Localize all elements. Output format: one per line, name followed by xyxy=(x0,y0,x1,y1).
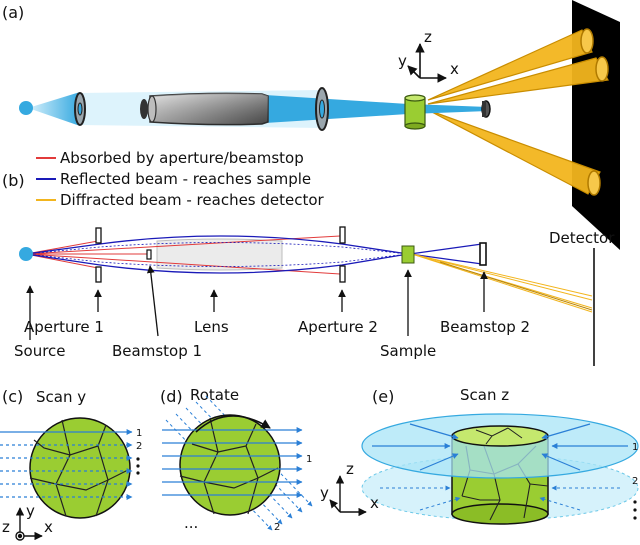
axis-z-label-a: z xyxy=(424,28,432,46)
label-beamstop1: Beamstop 1 xyxy=(112,342,202,360)
panel-label-e: (e) xyxy=(372,387,394,406)
beam-focused xyxy=(265,95,408,123)
scan-d-mark-1: 1 xyxy=(306,454,312,465)
scan-lines-c xyxy=(0,429,133,500)
beam-after-sample xyxy=(410,104,488,114)
aperture-2-ring xyxy=(315,87,329,131)
legend: Absorbed by aperture/beamstop Reflected … xyxy=(36,149,325,209)
circle-source-icon xyxy=(19,101,33,115)
panel-label-b: (b) xyxy=(2,171,25,190)
label-beamstop2: Beamstop 2 xyxy=(440,318,530,336)
main-beam-cone xyxy=(28,92,80,126)
panel-label-c: (c) xyxy=(2,387,23,406)
axis-z-label-e: z xyxy=(346,460,354,478)
axis-y-label-e: y xyxy=(320,484,329,502)
axis-z-label-c: z xyxy=(2,518,10,536)
scan-e-mark-1: 1 xyxy=(632,442,638,453)
radial-arrows-upper xyxy=(372,423,628,471)
panel-label-a: (a) xyxy=(2,3,24,22)
ray-diagram xyxy=(19,226,595,366)
scan-lines-d xyxy=(162,427,303,498)
panel-label-d: (d) xyxy=(160,387,183,406)
scan-c-mark-1: 1 xyxy=(136,428,142,439)
title-scan-y: Scan y xyxy=(36,388,86,406)
axis-y-label-a: y xyxy=(398,52,407,70)
scan-e-mark-2: 2 xyxy=(632,476,638,487)
pointer-arrows xyxy=(26,265,488,340)
axis-arrows-e xyxy=(329,475,367,517)
label-sample: Sample xyxy=(380,342,436,360)
label-aperture1: Aperture 1 xyxy=(24,318,104,336)
ellipsis-d: ... xyxy=(184,514,198,532)
dots-e xyxy=(633,500,637,520)
title-scan-z: Scan z xyxy=(460,386,509,404)
title-rotate: Rotate xyxy=(190,386,239,404)
aperture-ring-icon xyxy=(74,92,86,126)
axis-x-label-a: x xyxy=(450,60,459,78)
axis-arrows-icon xyxy=(407,43,447,83)
label-aperture2: Aperture 2 xyxy=(298,318,378,336)
label-detector: Detector xyxy=(549,229,615,247)
beamstop-icon xyxy=(481,100,491,118)
axis-arrows-c xyxy=(15,507,43,541)
axis-y-label-c: y xyxy=(26,502,35,520)
axis-x-label-c: x xyxy=(44,518,53,536)
axis-x-label-e: x xyxy=(370,494,379,512)
radial-arrows-lower xyxy=(380,485,620,511)
scan-c-mark-2: 2 xyxy=(136,441,142,452)
scan-d-mark-2: 2 xyxy=(274,522,280,533)
legend-diffracted: Diffracted beam - reaches detector xyxy=(60,191,325,209)
rotate-arrow-icon xyxy=(195,415,271,433)
label-source: Source xyxy=(14,342,66,360)
legend-reflected: Reflected beam - reaches sample xyxy=(60,170,311,188)
diffracted-cone-ends xyxy=(580,28,609,196)
legend-absorbed: Absorbed by aperture/beamstop xyxy=(60,149,304,167)
lens-icon xyxy=(140,92,269,126)
dots-c xyxy=(136,457,140,475)
label-lens: Lens xyxy=(194,318,229,336)
grain-circle-c xyxy=(29,417,131,519)
grain-cylinder-top xyxy=(451,425,549,447)
sample-cylinder-icon xyxy=(404,94,426,130)
